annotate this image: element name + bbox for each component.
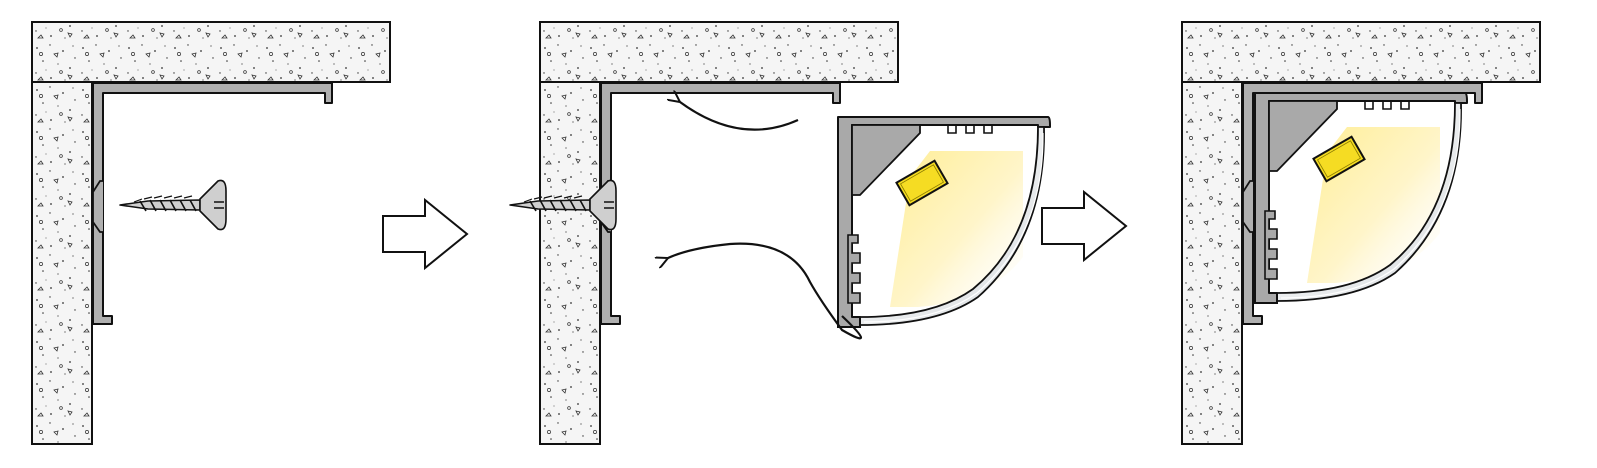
mounting-bracket [600, 82, 841, 325]
insert-top-arrow-icon [680, 102, 799, 131]
screw-icon [119, 179, 227, 231]
corner-led-profile [837, 116, 1051, 328]
step-1-panel [31, 21, 391, 445]
insert-side-arrow-icon [668, 242, 862, 340]
next-step-arrow-icon [382, 199, 468, 269]
step-3-panel [1181, 21, 1541, 445]
next-step-arrow-icon [1041, 191, 1127, 261]
step-2-panel [509, 21, 1051, 445]
mounted-corner-led-profile [1254, 92, 1468, 304]
